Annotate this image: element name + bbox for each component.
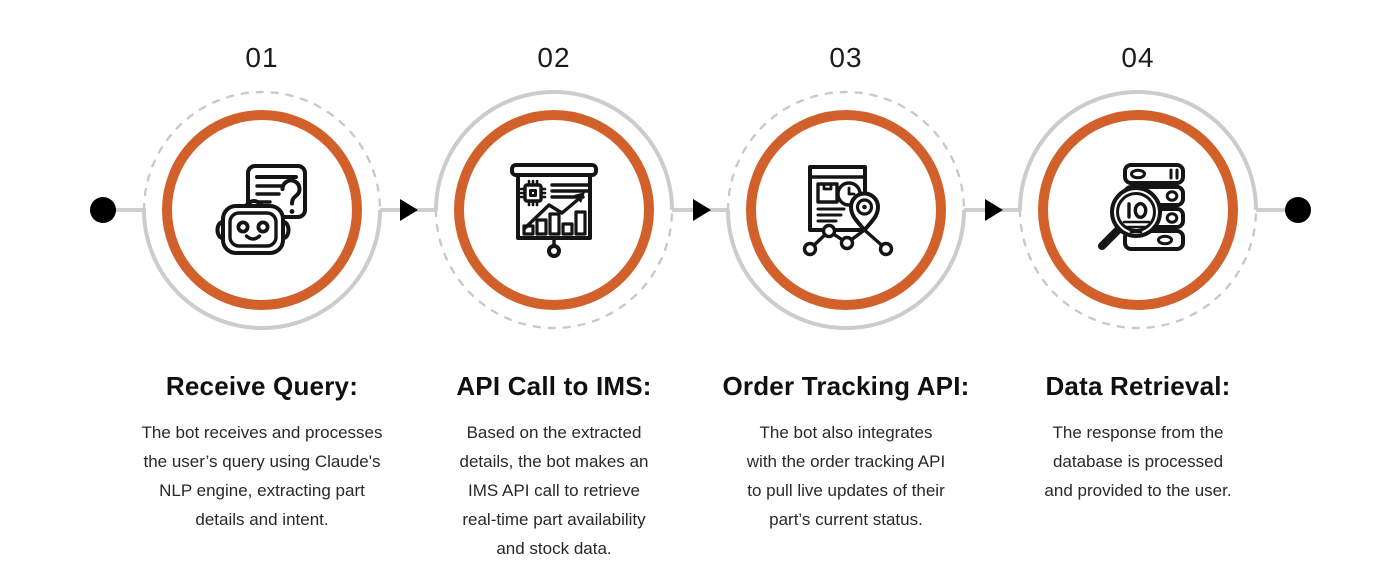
arrow-right-icon-3: [985, 199, 1003, 221]
step3-description: The bot also integrates with the order t…: [746, 423, 946, 529]
step2-title: API Call to IMS:: [456, 371, 652, 401]
step4-description: The response from the database is proces…: [1044, 423, 1232, 500]
arrow-right-icon-1: [400, 199, 418, 221]
step4-solid-guide: [1018, 90, 1258, 211]
step4-number: 04: [1121, 42, 1155, 73]
step4-title: Data Retrieval:: [1045, 371, 1231, 401]
presentation-chart-icon: [510, 163, 598, 258]
step3-title: Order Tracking API:: [722, 371, 970, 401]
start-dot-icon: [90, 197, 116, 223]
step1-solid-guide: [142, 209, 382, 330]
database-search-icon: [1098, 163, 1185, 251]
step3-dashed-guide: [726, 90, 966, 212]
step2-number: 02: [537, 42, 571, 73]
step4-dashed-guide: [1018, 208, 1258, 330]
arrow-right-icon-2: [693, 199, 711, 221]
step3-solid-guide: [726, 209, 966, 330]
chatbot-query-icon: [215, 164, 307, 255]
step1-title: Receive Query:: [165, 371, 359, 401]
step3-number: 03: [829, 42, 863, 73]
step2-description: Based on the extracted details, the bot …: [459, 423, 649, 558]
step2-dashed-guide: [434, 208, 674, 330]
end-dot-icon: [1285, 197, 1311, 223]
step2-solid-guide: [434, 90, 674, 211]
step1-description: The bot receives and processes the user’…: [141, 423, 383, 529]
order-tracking-icon: [802, 165, 894, 257]
step1-number: 01: [245, 42, 279, 73]
step1-dashed-guide: [142, 90, 382, 212]
